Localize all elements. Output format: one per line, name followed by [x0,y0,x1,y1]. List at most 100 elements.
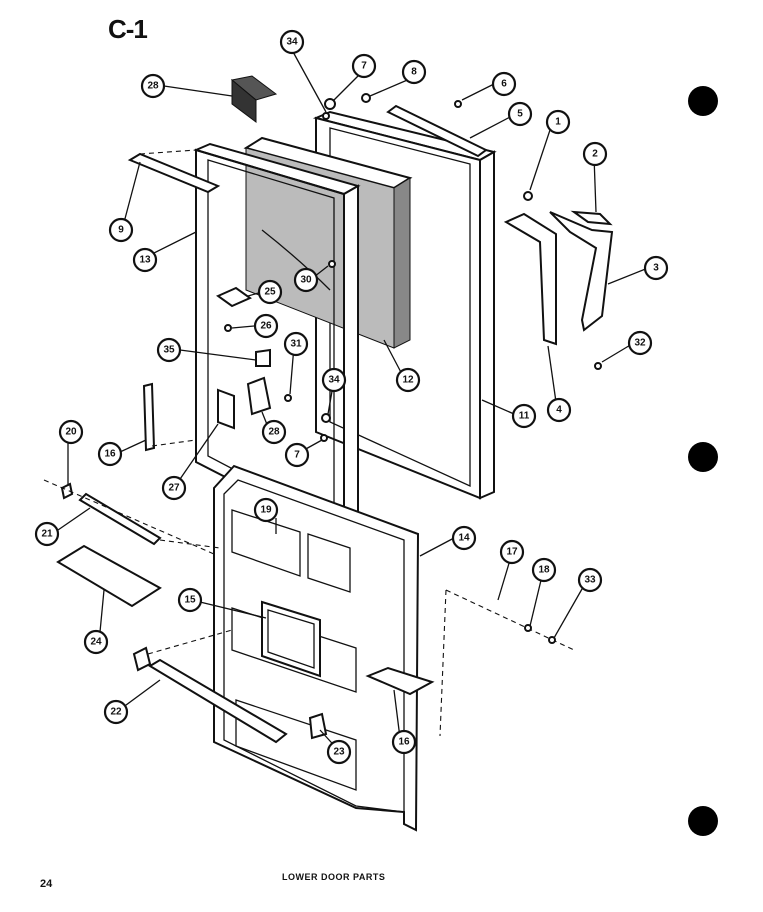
top-trim-strip [127,152,221,194]
callout-label: 1 [555,117,561,128]
callout-13: 13 [132,247,158,273]
callout-label: 16 [104,449,116,460]
screw-26 [224,324,232,332]
egg-tray-24 [56,544,162,608]
callout-19: 19 [253,497,279,523]
binder-hole-middle [688,442,718,472]
binder-hole-top [688,86,718,116]
callout-17: 17 [499,539,525,565]
callout-label: 30 [300,275,312,286]
callout-label: 21 [41,529,53,540]
callout-30: 30 [293,267,319,293]
callout-label: 19 [260,505,272,516]
screw-33 [548,636,556,644]
end-cap-20 [60,482,74,500]
callout-22: 22 [103,699,129,725]
knob-35 [255,348,271,367]
callout-label: 6 [501,79,507,90]
page-title: C-1 [108,14,148,44]
callout-label: 34 [286,37,298,48]
bracket-left [132,646,152,672]
callout-label: 32 [634,338,646,349]
callout-11: 11 [511,403,537,429]
callout-label: 2 [592,149,598,160]
callout-label: 26 [260,321,272,332]
hinge-bracket-top [230,75,278,123]
inner-door-liner [213,464,420,832]
binder-hole-bottom [688,806,718,836]
callout-label: 28 [147,81,159,92]
callout-label: 34 [328,375,340,386]
callout-9: 9 [108,217,134,243]
callout-34b: 34 [321,367,347,393]
callout-label: 24 [90,637,102,648]
cover-25 [215,286,253,308]
callout-35: 35 [156,337,182,363]
callout-32: 32 [627,330,653,356]
callout-18: 18 [531,557,557,583]
callout-27: 27 [161,475,187,501]
bracket-28b [246,376,272,416]
callout-label: 18 [538,565,550,576]
callout-label: 15 [184,595,196,606]
callout-2: 2 [582,141,608,167]
callout-21: 21 [34,521,60,547]
screw-6 [454,100,462,108]
callout-16: 16 [97,441,123,467]
callout-28: 28 [140,73,166,99]
callout-label: 5 [517,109,523,120]
plug-8 [361,93,371,103]
shelf-bar-22 [148,658,288,744]
screw-7 [324,98,336,110]
callout-label: 3 [653,263,659,274]
callout-28b: 28 [261,419,287,445]
callout-label: 11 [519,411,530,422]
callout-3: 3 [643,255,669,281]
callout-label: 12 [402,375,414,386]
callout-6: 6 [491,71,517,97]
callout-33: 33 [577,567,603,593]
screw-7b [320,434,328,442]
trim-21 [78,492,162,546]
callout-label: 31 [290,339,302,350]
washer-34b [321,413,331,423]
callout-label: 35 [163,345,175,356]
callout-label: 20 [65,427,77,438]
callout-23: 23 [326,739,352,765]
callout-label: 8 [411,67,417,78]
callout-24: 24 [83,629,109,655]
page-number: 24 [40,878,53,890]
callout-14: 14 [451,525,477,551]
callout-12: 12 [395,367,421,393]
callout-label: 27 [168,483,180,494]
callout-label: 33 [584,575,596,586]
callout-label: 4 [556,405,562,416]
cap-strip [386,104,488,158]
callout-label: 14 [458,533,470,544]
callout-label: 13 [139,255,151,266]
callout-26: 26 [253,313,279,339]
screw-30 [328,260,336,268]
callout-label: 7 [361,61,367,72]
callout-25: 25 [257,279,283,305]
callout-5: 5 [507,101,533,127]
screw-32 [594,362,602,370]
callout-16b: 16 [391,729,417,755]
callout-label: 25 [264,287,276,298]
callout-label: 16 [398,737,410,748]
shelf-16b [365,666,435,696]
side-strip-16 [142,382,156,452]
screw-31 [284,394,292,402]
callout-4: 4 [546,397,572,423]
callout-label: 23 [333,747,345,758]
callout-7: 7 [351,53,377,79]
callout-8: 8 [401,59,427,85]
callout-label: 9 [118,225,124,236]
hinge-assembly [503,210,614,346]
plate-27 [217,388,235,430]
screw-18 [524,624,532,632]
washer-34 [322,112,330,120]
callout-label: 7 [294,450,300,461]
callout-label: 17 [506,547,518,558]
